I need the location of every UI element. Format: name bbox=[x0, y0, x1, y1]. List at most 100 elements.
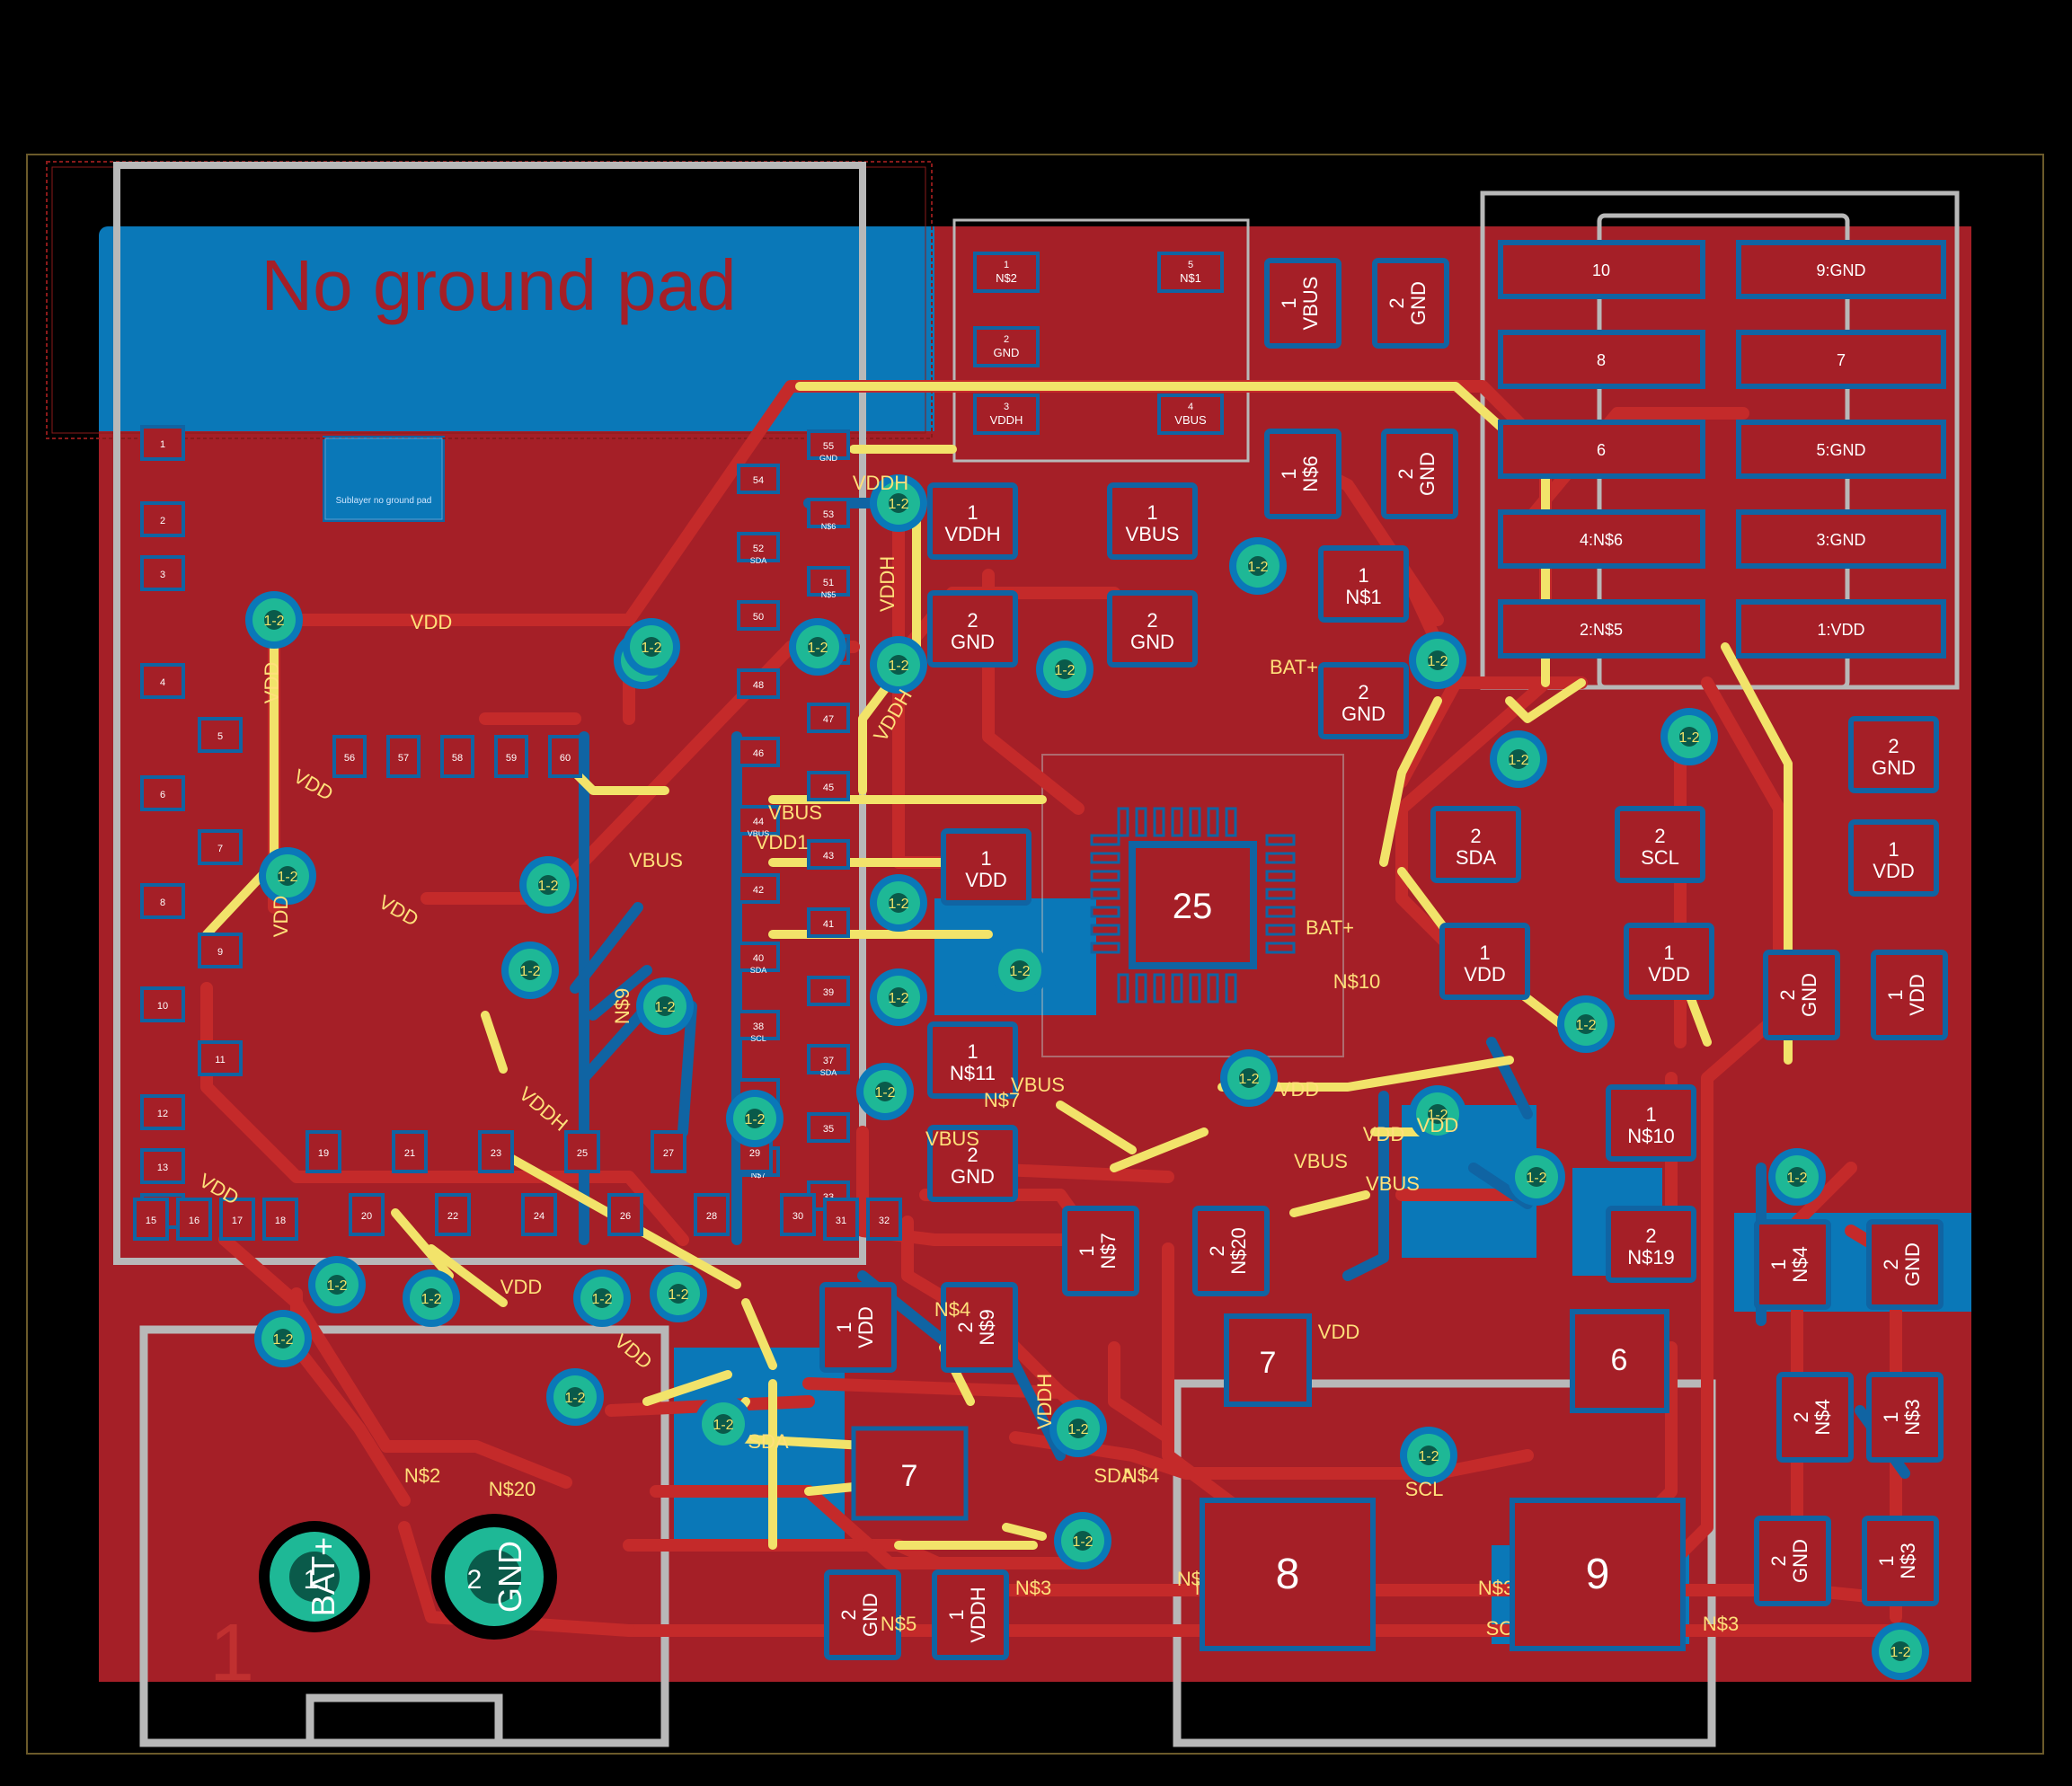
component-net: GND bbox=[1901, 1242, 1924, 1286]
module-pad-right-42 bbox=[737, 873, 780, 904]
qfn-pin-left bbox=[1090, 924, 1120, 936]
via-label: 1-2 bbox=[1427, 1108, 1448, 1123]
module-pad-left-6-label: 6 bbox=[160, 790, 165, 800]
qfn-pin-right bbox=[1265, 870, 1296, 882]
component-net: GND bbox=[1407, 281, 1430, 325]
usb-outline bbox=[1173, 1379, 1716, 1747]
via-label: 1-2 bbox=[591, 1292, 612, 1307]
component-net: VDDH bbox=[967, 1587, 989, 1642]
svg-text:9: 9 bbox=[1586, 1551, 1610, 1598]
trace-label: N$2 bbox=[404, 1464, 440, 1487]
component-pin: 2 bbox=[1395, 468, 1417, 479]
regulator-pad-net: N$2 bbox=[996, 271, 1017, 285]
module-pad-top-59-label: 59 bbox=[506, 753, 517, 764]
fpc-pad-left bbox=[1498, 599, 1705, 659]
component-net: GND bbox=[1130, 631, 1174, 653]
sublayer-pad bbox=[324, 438, 443, 520]
component-net: VDD bbox=[1648, 963, 1689, 986]
via-label: 1-2 bbox=[1678, 730, 1699, 746]
component-net: N$4 bbox=[1789, 1246, 1811, 1282]
component-pin: 1 bbox=[1875, 1555, 1898, 1566]
trace-label: VDD bbox=[1363, 1123, 1404, 1145]
top-trace bbox=[1108, 1341, 1174, 1444]
trace-label: VDD bbox=[1278, 1078, 1319, 1101]
regulator-pad-1 bbox=[973, 252, 1040, 293]
via-label: 1-2 bbox=[1575, 1018, 1596, 1033]
via-hole bbox=[642, 637, 661, 657]
via-hole bbox=[1679, 727, 1699, 747]
via-label: 1-2 bbox=[1247, 560, 1268, 575]
via-label: 1-2 bbox=[1786, 1171, 1807, 1186]
component-pad-vddh bbox=[927, 482, 1018, 560]
highlighted-trace bbox=[1002, 1523, 1047, 1541]
component-net: VDD bbox=[1464, 963, 1505, 986]
via-hole bbox=[889, 987, 908, 1007]
module-pad-right-37-label: 37 bbox=[823, 1056, 834, 1066]
via-hole bbox=[520, 960, 540, 980]
component-pin: 2 bbox=[1358, 681, 1368, 703]
component-pad-gnd bbox=[1763, 950, 1840, 1040]
component-net: N$7 bbox=[1097, 1233, 1120, 1269]
trace-label: N$20 bbox=[489, 1478, 536, 1500]
battery-tab-outline bbox=[305, 1693, 503, 1747]
component-pin: 1 bbox=[833, 1322, 855, 1332]
component-net: N$19 bbox=[1627, 1246, 1675, 1269]
highlighted-trace bbox=[427, 1244, 508, 1307]
component-pad-n1 bbox=[1318, 545, 1409, 623]
bottom-trace bbox=[570, 902, 643, 994]
module-pad-right-51-label: 51 bbox=[823, 578, 834, 588]
component-pad-n3 bbox=[1866, 1372, 1944, 1463]
via-hole bbox=[1509, 749, 1528, 769]
component-pin: 2 bbox=[1386, 297, 1408, 308]
via-hole bbox=[808, 637, 828, 657]
top-trace bbox=[398, 1521, 635, 1637]
component-pad-n11 bbox=[927, 1021, 1018, 1099]
fpc-pad-right bbox=[1736, 240, 1946, 299]
qfn-pin-top bbox=[1135, 807, 1147, 837]
fpc-pad-right-label: 5:GND bbox=[1816, 441, 1865, 459]
via-hole bbox=[1419, 1446, 1439, 1465]
module-pad-bottom-31 bbox=[823, 1198, 859, 1241]
qfn-pin-top bbox=[1189, 807, 1201, 837]
trace-label: VBUS bbox=[1011, 1074, 1065, 1096]
module-pad-bottom-30 bbox=[780, 1193, 816, 1236]
pads: 123456789101112131455GND5453N$652SDA51N$… bbox=[133, 240, 1948, 1660]
via-label: 1-2 bbox=[1009, 964, 1030, 979]
top-trace bbox=[650, 1485, 1094, 1569]
module-pad-right-44-net: VBUS bbox=[748, 829, 770, 838]
qfn-pin-right bbox=[1265, 942, 1296, 954]
module-pad-left-1-label: 1 bbox=[160, 439, 165, 450]
highlighted-trace bbox=[1289, 1190, 1370, 1217]
component-net: GND bbox=[859, 1593, 881, 1637]
module-pad-left-13-label: 13 bbox=[157, 1163, 168, 1173]
via-label: 1-2 bbox=[668, 1287, 688, 1303]
module-pad-right-53-net: N$6 bbox=[821, 522, 837, 531]
via-hole bbox=[875, 1082, 895, 1101]
trace-label: N$7 bbox=[984, 1089, 1020, 1111]
via-hole bbox=[655, 996, 675, 1016]
component-pad-n4 bbox=[1776, 1372, 1854, 1463]
via-hole bbox=[1055, 659, 1075, 679]
fpc-pad-right bbox=[1736, 330, 1946, 389]
via-label: 1-2 bbox=[744, 1112, 765, 1127]
qfn-pin-bottom bbox=[1189, 973, 1201, 1004]
regulator-pad-pin: 4 bbox=[1188, 402, 1193, 412]
component-net: N$4 bbox=[1811, 1399, 1834, 1435]
module-pad-left-4-label: 4 bbox=[160, 677, 165, 688]
module-pad-right-53-label: 53 bbox=[823, 509, 834, 520]
component-pad-vdd bbox=[1624, 923, 1714, 1000]
component-pin: 2 bbox=[1206, 1245, 1228, 1256]
via-hole bbox=[889, 893, 908, 913]
component-net: GND bbox=[1798, 973, 1820, 1017]
regulator-pad-pin: 2 bbox=[1004, 334, 1009, 345]
module-pad-right-34-net: N$7 bbox=[751, 1171, 766, 1180]
component-pin: 1 bbox=[945, 1609, 968, 1620]
highlighted-trace bbox=[741, 1298, 777, 1370]
qfn-pin-left bbox=[1090, 906, 1120, 918]
module-pad-top-57 bbox=[386, 735, 421, 778]
component-pin: 1 bbox=[1278, 297, 1300, 308]
component-pin: 1 bbox=[1076, 1245, 1098, 1256]
component-net: GND bbox=[1789, 1539, 1811, 1583]
component-pad-n7 bbox=[1062, 1206, 1139, 1296]
